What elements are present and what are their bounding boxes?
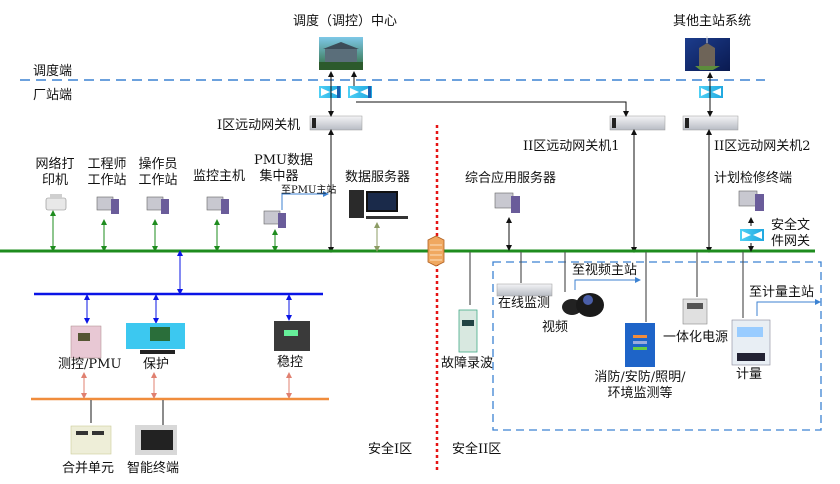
intelligent-terminal-label: 智能终端 (127, 461, 180, 476)
network-printer-label: 网络打印机 (35, 157, 75, 188)
integrated-app-server-icon[interactable] (494, 192, 520, 213)
stability-control-icon[interactable] (274, 321, 310, 351)
firewall-icon (427, 235, 445, 267)
fire-security-env-icon[interactable] (625, 323, 655, 367)
dispatch-center-label: 调度（调控）中心 (293, 14, 398, 29)
zone1-gateway-label: I区远动网关机 (217, 118, 301, 133)
measure-control-pmu-label: 测控/PMU (58, 357, 122, 372)
protection-label: 保护 (143, 357, 170, 372)
metering-uplink-arrow (756, 299, 821, 316)
integrated-app-server-label: 综合应用服务器 (465, 171, 557, 186)
zone1-gateway-server-icon[interactable] (309, 115, 363, 131)
dispatch-center-building-icon[interactable] (319, 37, 363, 70)
zone2-gateway-1-label: II区远动网关机1 (523, 139, 620, 154)
pmu-uplink-label: 至PMU主站 (281, 185, 337, 196)
zone2-gateway-2-server-icon[interactable] (682, 115, 739, 131)
fire-security-env-label: 消防/安防/照明/环境监测等 (594, 370, 686, 401)
video-camera-icon[interactable] (562, 293, 604, 317)
fault-recorder-icon[interactable] (458, 309, 478, 353)
maintenance-terminal-icon[interactable] (738, 190, 764, 211)
intelligent-terminal-icon[interactable] (135, 425, 177, 455)
online-monitoring-icon[interactable] (496, 283, 553, 297)
other-master-label: 其他主站系统 (673, 14, 752, 29)
video-uplink-arrow (574, 277, 641, 290)
operator-workstation-label: 操作员工作站 (138, 157, 178, 188)
metering-uplink-label: 至计量主站 (749, 285, 815, 300)
zone2-gateway-2-label: II区远动网关机2 (714, 139, 811, 154)
isolation-device-icon (348, 86, 372, 98)
zone2-auxiliary-group-box (492, 261, 822, 431)
other-master-building-icon[interactable] (685, 36, 730, 71)
merging-unit-label: 合并单元 (62, 461, 115, 476)
engineer-workstation-label: 工程师工作站 (87, 157, 127, 188)
video-label: 视频 (542, 320, 569, 335)
meter-icon[interactable] (731, 319, 771, 366)
pmu-concentrator-icon[interactable] (263, 210, 286, 228)
station-side-label: 厂站端 (33, 88, 73, 103)
monitor-host-label: 监控主机 (193, 169, 246, 184)
data-server-icon[interactable] (349, 190, 408, 219)
zone2-gateway-1-server-icon[interactable] (609, 115, 666, 131)
dispatch-side-label: 调度端 (33, 64, 73, 79)
measure-control-pmu-icon[interactable] (70, 325, 102, 359)
pmu-concentrator-label: PMU数据集中器 (254, 153, 314, 184)
security-zone-1-label: 安全I区 (368, 442, 413, 457)
monitor-host-icon[interactable] (206, 196, 229, 214)
engineer-workstation-icon[interactable] (96, 196, 119, 214)
maintenance-terminal-label: 计划检修终端 (714, 171, 793, 186)
security-zone-2-label: 安全II区 (452, 442, 502, 457)
fault-recorder-label: 故障录波 (441, 356, 494, 371)
metering-label: 计量 (736, 367, 763, 382)
isolation-device-icon (319, 86, 341, 98)
stability-control-label: 稳控 (277, 355, 304, 370)
secure-file-gateway-icon[interactable] (740, 229, 764, 241)
merging-unit-icon[interactable] (70, 425, 112, 455)
network-printer-icon[interactable] (45, 194, 67, 211)
isolation-device-icon (699, 86, 723, 98)
secure-file-gateway-label: 安全文件网关 (771, 218, 811, 249)
online-monitoring-label: 在线监测 (498, 296, 551, 311)
operator-workstation-icon[interactable] (146, 196, 169, 214)
link (356, 101, 629, 117)
pmu-uplink-arrow (281, 191, 329, 210)
integrated-power-label: 一体化电源 (663, 330, 729, 345)
data-server-label: 数据服务器 (345, 170, 411, 185)
protection-icon[interactable] (126, 323, 185, 354)
video-uplink-label: 至视频主站 (572, 263, 638, 278)
integrated-power-icon[interactable] (682, 298, 708, 325)
